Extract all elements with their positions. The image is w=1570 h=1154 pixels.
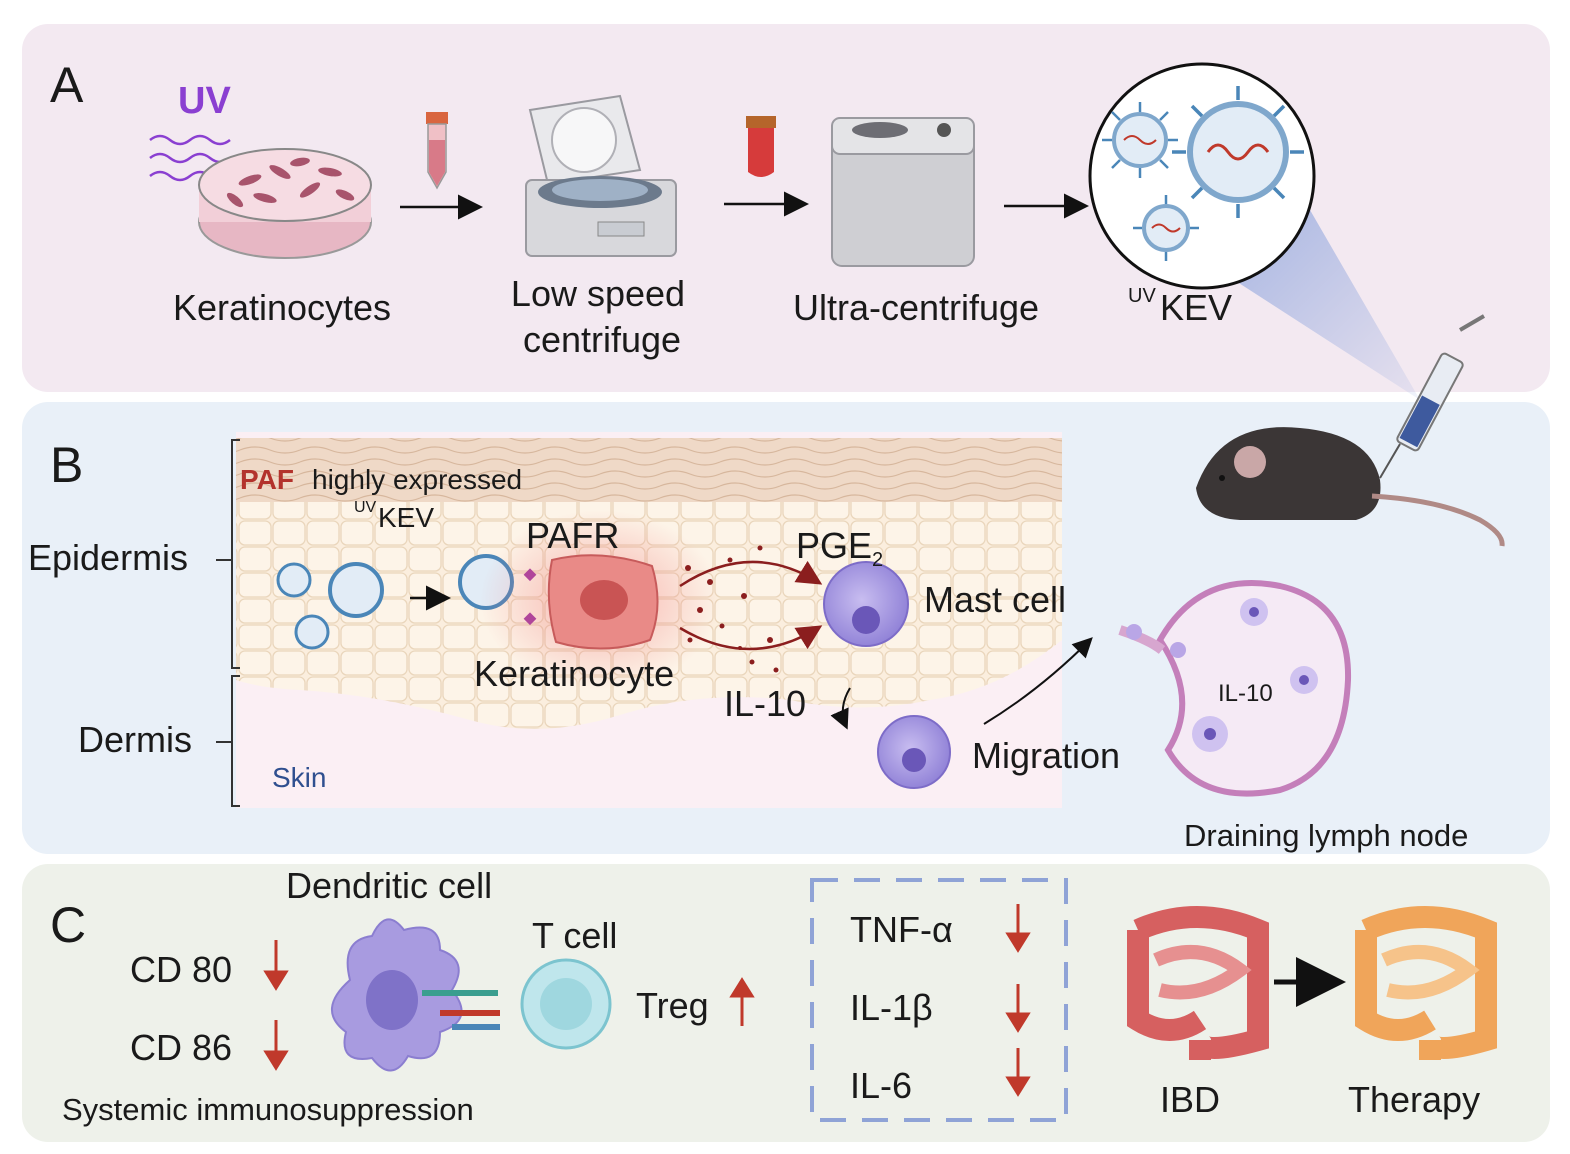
treg-up-arrow	[729, 977, 755, 1026]
step-kev-label: KEV	[1160, 287, 1233, 328]
t-cell-label: T cell	[532, 915, 618, 956]
vesicle-icon	[1133, 195, 1199, 261]
vesicle-icon	[1102, 102, 1178, 178]
uv-label: UV	[178, 80, 231, 122]
vesicle-icon	[1172, 86, 1304, 218]
cytokine-box	[810, 878, 1068, 1122]
lymph-node-icon	[1118, 580, 1352, 797]
ultra-centrifuge-icon	[831, 117, 975, 267]
lymph-il10-label: IL-10	[1218, 680, 1273, 707]
step-keratinocytes-label: Keratinocytes	[172, 287, 392, 328]
lymph-node-label: Draining lymph node	[1184, 818, 1469, 853]
syringe-icon	[1379, 314, 1486, 479]
inflamed-intestine-icon	[1127, 906, 1269, 1060]
sample-tube-icon	[746, 116, 776, 177]
kev-label-b: KEV	[378, 502, 435, 533]
healthy-intestine-icon	[1355, 906, 1497, 1060]
down-arrows-cd	[263, 940, 289, 1071]
kev-sup-b: UV	[354, 499, 377, 516]
cytokine-il1b-label: IL-1β	[850, 987, 933, 1028]
cytokine-tnf-label: TNF-α	[850, 909, 953, 950]
skin-label: Skin	[272, 762, 327, 793]
cytokine-down-arrows	[1005, 904, 1031, 1097]
layer-bracket	[216, 439, 240, 807]
pge2-arrow-upper	[679, 560, 823, 588]
migration-label: Migration	[972, 735, 1121, 776]
panel-c-letter: C	[50, 897, 87, 953]
il10-arrow	[830, 687, 851, 730]
petri-dish-icon	[198, 148, 372, 259]
keratinocyte-label: Keratinocyte	[474, 653, 675, 694]
epidermis-label: Epidermis	[28, 537, 189, 578]
step-low-speed-label-line1: Low speed	[510, 273, 686, 314]
dendritic-cell-label: Dendritic cell	[286, 865, 493, 906]
mast-cell-icon	[823, 561, 909, 647]
kev-magnified-view	[1088, 62, 1316, 290]
mast-cell-label: Mast cell	[924, 579, 1067, 620]
treg-label: Treg	[636, 985, 709, 1026]
il10-label: IL-10	[724, 683, 807, 724]
immune-synapse	[422, 990, 500, 1030]
step-ultracentrifuge-label: Ultra-centrifuge	[792, 287, 1040, 328]
panel-a-letter: A	[50, 57, 84, 113]
dermis-label: Dermis	[78, 719, 192, 760]
pge2-particles	[685, 545, 779, 673]
therapy-label: Therapy	[1348, 1079, 1481, 1120]
step-kev-sup: UV	[1128, 285, 1156, 307]
t-cell-icon	[520, 958, 612, 1050]
mouse-icon	[1196, 427, 1505, 547]
cytokine-il6-label: IL-6	[850, 1065, 913, 1106]
cd80-label: CD 80	[130, 949, 233, 990]
cd86-label: CD 86	[130, 1027, 233, 1068]
paf-label: PAF	[240, 464, 294, 495]
migration-arrow	[983, 637, 1093, 725]
migrating-mast-cell-icon	[877, 715, 951, 789]
ibd-label: IBD	[1160, 1079, 1221, 1120]
pge2-arrow-lower	[679, 625, 823, 651]
falcon-tube-icon	[426, 112, 448, 190]
pafr-label: PAFR	[526, 515, 620, 556]
keratinocyte-icon	[523, 554, 659, 650]
low-speed-centrifuge-icon	[525, 94, 677, 257]
panel-b-letter: B	[50, 437, 84, 493]
highly-expressed-label: highly expressed	[312, 464, 523, 495]
systemic-immunosuppression-label: Systemic immunosuppression	[62, 1092, 474, 1127]
pge2-label: PGE2	[796, 525, 884, 572]
panel-c	[22, 864, 1550, 1142]
step-low-speed-label-line2: centrifuge	[522, 319, 682, 360]
